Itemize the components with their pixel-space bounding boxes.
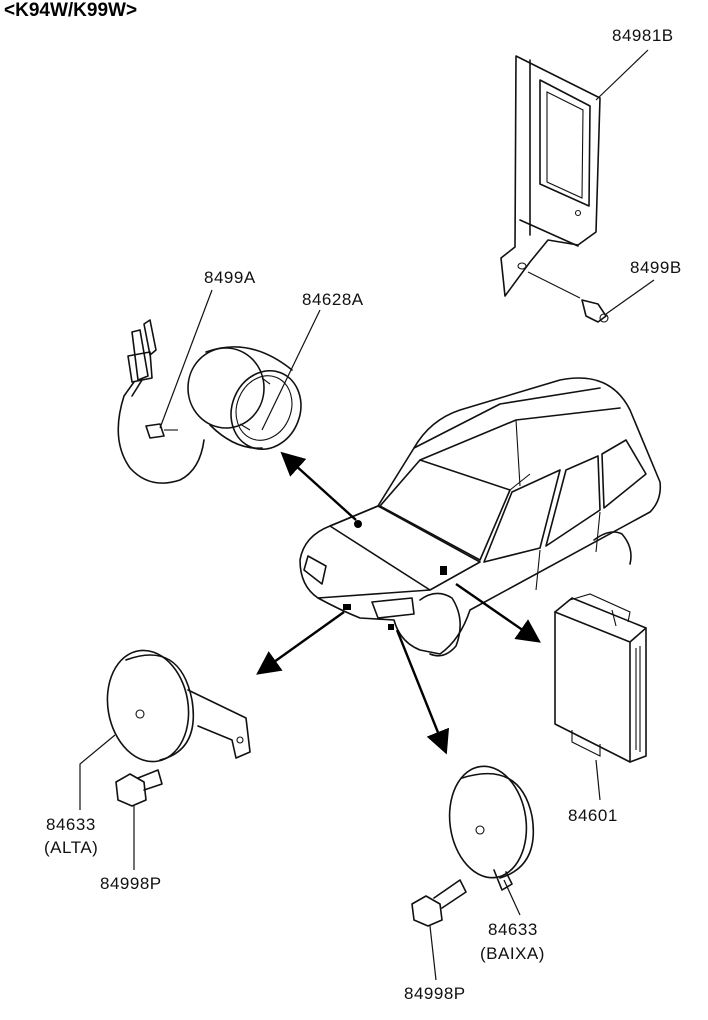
label-84601: 84601 bbox=[568, 806, 618, 825]
horn-high-drawing bbox=[79, 649, 251, 810]
label-84628A: 84628A bbox=[302, 290, 364, 309]
label-alta-note: (ALTA) bbox=[44, 838, 99, 857]
label-84998P-baixa: 84998P bbox=[404, 984, 466, 1003]
page-title: <K94W/K99W> bbox=[4, 0, 138, 21]
bolt-low-drawing bbox=[411, 879, 467, 981]
control-unit-84601-drawing bbox=[554, 593, 647, 763]
label-84633-alta: 84633 bbox=[46, 815, 96, 834]
label-baixa-note: (BAIXA) bbox=[480, 944, 545, 963]
horn-low-drawing bbox=[448, 765, 535, 916]
pointer-arrows bbox=[256, 451, 541, 755]
label-84633-baixa: 84633 bbox=[488, 920, 538, 939]
vehicle-drawing bbox=[299, 377, 662, 657]
label-8499B: 8499B bbox=[630, 258, 682, 277]
label-84998P-alta: 84998P bbox=[100, 874, 162, 893]
bolt-high-drawing bbox=[115, 769, 163, 870]
leader-lines bbox=[159, 49, 655, 801]
label-84981B: 84981B bbox=[612, 26, 674, 45]
label-8499A: 8499A bbox=[204, 268, 256, 287]
bracket-84981B-drawing bbox=[500, 55, 601, 299]
wire-harness-drawing bbox=[117, 319, 205, 484]
buzzer-84628A-drawing bbox=[187, 346, 302, 451]
screw-8499B-drawing bbox=[581, 299, 609, 323]
